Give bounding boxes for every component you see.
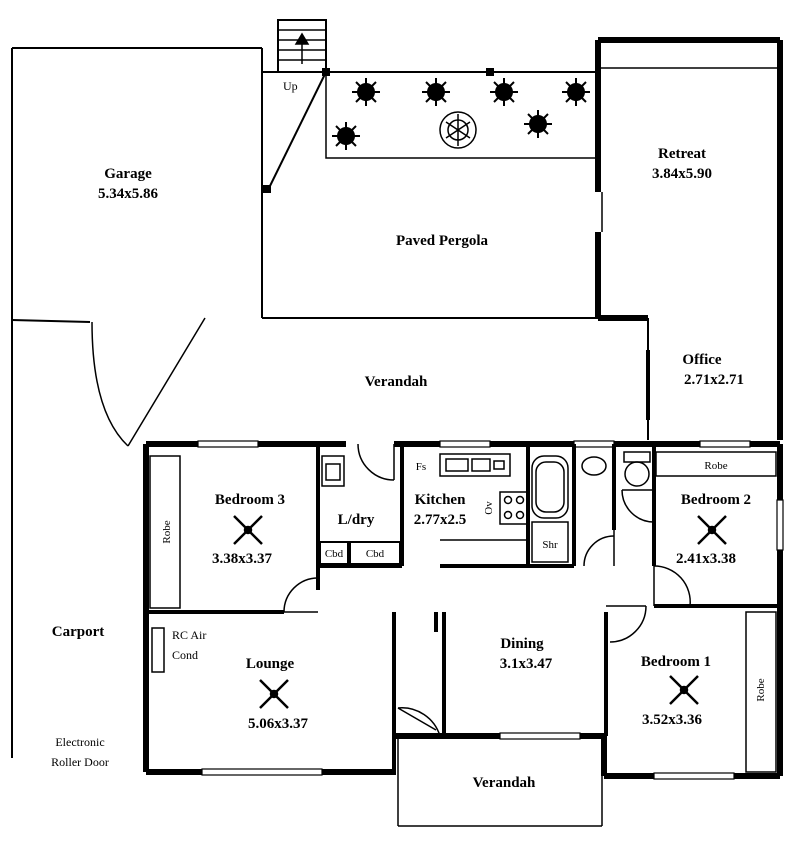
plant-icon-3 — [490, 78, 518, 106]
lounge-label: Lounge — [246, 656, 295, 672]
kitchen-label: Kitchen — [415, 492, 466, 508]
bathroom-fixtures — [531, 451, 651, 563]
retreat-detail-lines — [598, 67, 780, 420]
lounge-dims: 5.06x3.37 — [248, 716, 309, 732]
paved-pergola-label: Paved Pergola — [396, 233, 489, 249]
office-label: Office — [682, 352, 721, 368]
roller-door-label-line1: Electronic — [55, 735, 104, 749]
robe-bed2-label: Robe — [704, 460, 727, 472]
rc-air-label-line1: RC Air — [172, 628, 206, 642]
air-conditioner — [151, 627, 165, 673]
bedroom3-dims: 3.38x3.37 — [212, 551, 273, 567]
pergola-gate-swing — [263, 68, 494, 193]
retreat-dims: 3.84x5.90 — [652, 166, 712, 182]
windows — [197, 440, 784, 780]
robe-bed1-label: Robe — [755, 678, 767, 701]
shower-label: Shr — [542, 539, 558, 551]
verandah-top-label: Verandah — [365, 374, 428, 390]
bottom-verandah-outline — [397, 736, 603, 827]
bedroom2-dims: 2.41x3.38 — [676, 551, 736, 567]
ldry-label: L/dry — [338, 512, 375, 528]
garage-dims: 5.34x5.86 — [98, 186, 159, 202]
bedroom1-label: Bedroom 1 — [641, 654, 711, 670]
office-dims: 2.71x2.71 — [684, 372, 744, 388]
bedroom3-label: Bedroom 3 — [215, 492, 285, 508]
stairs-up-label: Up — [283, 79, 298, 93]
fridge-space-label: Fs — [416, 461, 426, 473]
fan-icon — [697, 515, 727, 545]
bedroom1-dims: 3.52x3.36 — [642, 712, 703, 728]
dining-label: Dining — [500, 636, 544, 652]
garage-label: Garage — [104, 166, 152, 182]
cbd1-label: Cbd — [325, 548, 344, 560]
retreat-label: Retreat — [658, 146, 706, 162]
door-swings — [283, 443, 691, 737]
retreat-walls — [595, 37, 783, 440]
garage-outline — [11, 47, 263, 758]
tree-icon — [439, 111, 477, 149]
plant-icon-1 — [352, 78, 380, 106]
verandah-bottom-label: Verandah — [473, 775, 536, 791]
robes — [149, 451, 777, 773]
plant-icon-2 — [422, 78, 450, 106]
plant-icon-6 — [524, 110, 552, 138]
laundry-fixtures — [319, 455, 401, 565]
bedroom2-label: Bedroom 2 — [681, 492, 751, 508]
kitchen-dims: 2.77x2.5 — [414, 512, 467, 528]
plant-icon-4 — [562, 78, 590, 106]
oven-label: Ov — [483, 501, 495, 515]
fan-icon — [259, 679, 289, 709]
kitchen-fixtures — [439, 453, 529, 541]
rc-air-label-line2: Cond — [172, 648, 198, 662]
cbd2-label: Cbd — [366, 548, 385, 560]
fan-icon — [233, 515, 263, 545]
carport-label: Carport — [52, 624, 105, 640]
fan-icon — [669, 675, 699, 705]
robe-bed3-label: Robe — [161, 520, 173, 543]
roller-door-label-line2: Roller Door — [51, 755, 109, 769]
garage-door-swing — [91, 317, 206, 447]
stairs-up-arrow-icon — [294, 32, 310, 64]
plant-icon-5 — [332, 122, 360, 150]
dining-dims: 3.1x3.47 — [500, 656, 553, 672]
